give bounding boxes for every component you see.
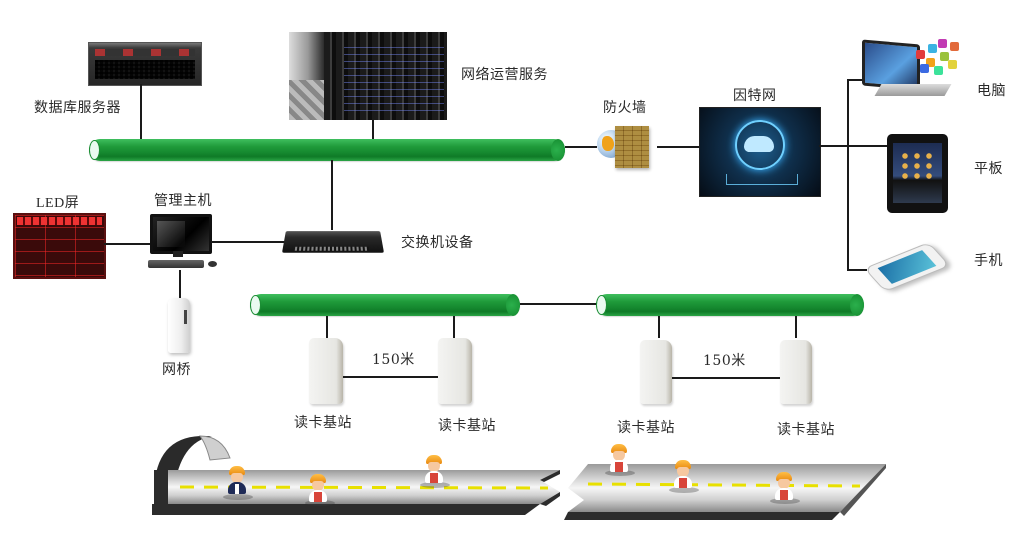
worker-icon bbox=[773, 472, 795, 500]
firewall-icon bbox=[597, 124, 653, 170]
laptop-link bbox=[847, 79, 863, 81]
reader-4-link bbox=[795, 316, 797, 338]
internet-cloud-icon bbox=[699, 107, 821, 197]
reader-bus-1 bbox=[250, 294, 520, 316]
distance-label-2: 150米 bbox=[703, 353, 746, 369]
reader-bus-2 bbox=[596, 294, 864, 316]
phone-label: 手机 bbox=[974, 253, 1003, 269]
laptop-icon bbox=[856, 36, 964, 106]
db-server-link bbox=[140, 84, 142, 142]
database-server-icon bbox=[88, 42, 202, 86]
bus-to-firewall-link bbox=[565, 146, 597, 148]
bridge-label: 网桥 bbox=[162, 362, 191, 378]
reader-2-link bbox=[453, 316, 455, 338]
reader-base-station-icon bbox=[438, 338, 472, 404]
reader-base-station-icon bbox=[780, 340, 812, 404]
internet-label: 因特网 bbox=[733, 88, 777, 104]
main-network-bus bbox=[89, 139, 565, 161]
lane-marking-right bbox=[587, 482, 861, 488]
data-center-icon bbox=[289, 32, 447, 120]
reader-base-station-icon bbox=[309, 338, 343, 404]
led-to-host-link bbox=[104, 243, 150, 245]
reader-label-4: 读卡基站 bbox=[777, 422, 835, 438]
reader-base-station-icon bbox=[640, 340, 672, 404]
bus-segment-link bbox=[520, 303, 598, 305]
phone-link bbox=[847, 269, 867, 271]
reader-label-3: 读卡基站 bbox=[617, 420, 675, 436]
reader-label-1: 读卡基站 bbox=[294, 415, 352, 431]
network-ops-link bbox=[372, 120, 374, 142]
internet-to-devices-link bbox=[819, 145, 888, 147]
tunnel-road-left bbox=[168, 470, 560, 504]
db-server-label: 数据库服务器 bbox=[34, 100, 121, 116]
device-trunk-line bbox=[847, 79, 849, 270]
distance-line-1 bbox=[343, 376, 438, 378]
tunnel-illustration bbox=[152, 435, 886, 520]
network-ops-label: 网络运营服务 bbox=[461, 67, 548, 83]
reader-3-link bbox=[658, 316, 660, 338]
tablet-icon bbox=[887, 134, 948, 213]
network-switch-icon bbox=[281, 231, 385, 253]
switch-label: 交换机设备 bbox=[401, 235, 474, 251]
tablet-label: 平板 bbox=[974, 161, 1003, 177]
distance-label-1: 150米 bbox=[372, 352, 415, 368]
tunnel-road-right bbox=[568, 464, 886, 512]
led-screen-icon bbox=[13, 213, 106, 279]
firewall-label: 防火墙 bbox=[603, 100, 647, 116]
supervisor-icon bbox=[226, 466, 248, 494]
reader-label-2: 读卡基站 bbox=[438, 418, 496, 434]
smartphone-icon bbox=[863, 242, 951, 292]
worker-icon bbox=[423, 455, 445, 483]
desktop-computer-icon bbox=[148, 214, 220, 272]
worker-icon bbox=[608, 444, 630, 472]
distance-line-2 bbox=[672, 377, 780, 379]
computer-label: 电脑 bbox=[977, 83, 1006, 99]
bus-to-switch-link bbox=[331, 160, 333, 230]
host-to-bridge-link bbox=[179, 270, 181, 298]
led-screen-label: LED屏 bbox=[36, 196, 80, 211]
mgmt-host-label: 管理主机 bbox=[154, 193, 212, 209]
firewall-to-internet-link bbox=[657, 146, 699, 148]
wireless-bridge-icon bbox=[168, 298, 190, 353]
worker-icon bbox=[672, 460, 694, 488]
worker-icon bbox=[307, 474, 329, 502]
reader-1-link bbox=[326, 316, 328, 338]
host-to-switch-link bbox=[211, 241, 285, 243]
